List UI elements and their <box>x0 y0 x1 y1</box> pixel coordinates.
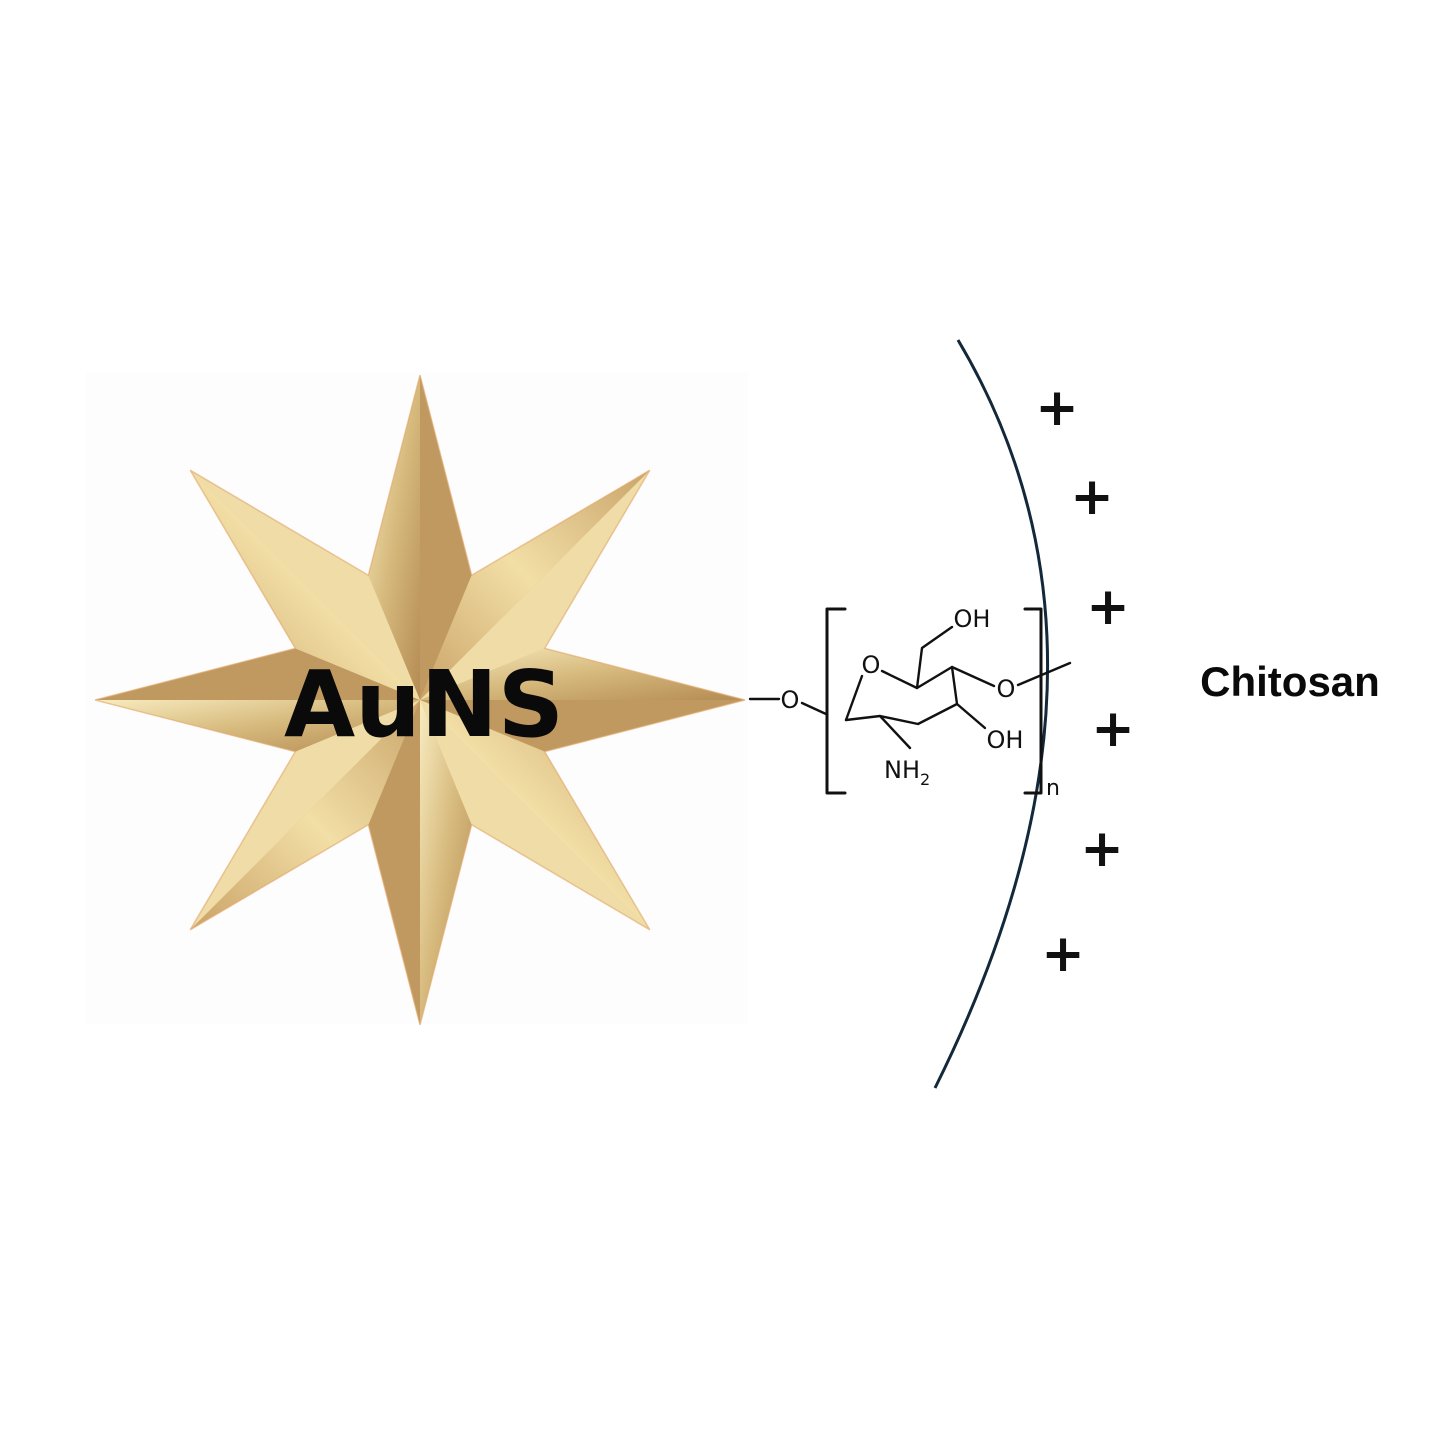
charge-plus: + <box>1091 699 1135 759</box>
charge-plus: + <box>1086 577 1130 637</box>
charge-plus: + <box>1070 467 1114 527</box>
chitosan-label: Chitosan <box>1200 658 1380 705</box>
hydroxymethyl-bond <box>915 625 954 690</box>
right-bracket <box>1023 607 1043 795</box>
atom-labels: O O O OH OH NH2 n <box>781 605 1060 801</box>
atom-o-link: O <box>781 686 800 714</box>
nanostar-facet <box>420 700 745 752</box>
atom-o-ring: O <box>862 651 881 679</box>
polymer-surface-arc <box>933 339 1050 1089</box>
glyco-bond-left <box>950 665 996 688</box>
atom-oh-bottom: OH <box>987 726 1024 754</box>
o-c1-bond <box>800 701 828 716</box>
hydroxyl-bond <box>955 702 987 730</box>
positive-charges: + + + + + + <box>1035 378 1135 984</box>
nanostar-facet <box>368 700 420 1025</box>
atom-o-glyco: O <box>997 675 1016 703</box>
charge-plus: + <box>1080 819 1124 879</box>
amine-bond <box>878 714 912 750</box>
nanostar-facet <box>420 700 472 1025</box>
atom-amine: NH2 <box>884 756 930 789</box>
nanostar-facet <box>420 648 745 700</box>
nanostar-facet <box>420 375 472 700</box>
repeat-index: n <box>1046 776 1060 801</box>
nanostar-facet <box>190 700 420 930</box>
atom-oh-top: OH <box>954 605 991 633</box>
ring-bond <box>844 674 864 722</box>
chitosan-structure <box>748 607 1072 795</box>
nanostar-facet <box>420 470 650 700</box>
glyco-bond-right <box>1016 661 1072 687</box>
nanostar-facet <box>420 700 650 930</box>
gold-nanostar-shape <box>94 374 746 1026</box>
nanostar-facet <box>190 700 420 930</box>
nanostar-edge <box>94 374 746 1026</box>
left-bracket <box>825 607 847 795</box>
nanostar-facet <box>95 648 420 700</box>
charge-plus: + <box>1035 378 1079 438</box>
charge-plus: + <box>1041 924 1085 984</box>
nanostar-facet <box>368 375 420 700</box>
nanostar-label: AuNS <box>284 651 564 758</box>
nanostar-facet <box>95 700 420 752</box>
nanostar-facet <box>190 470 420 700</box>
